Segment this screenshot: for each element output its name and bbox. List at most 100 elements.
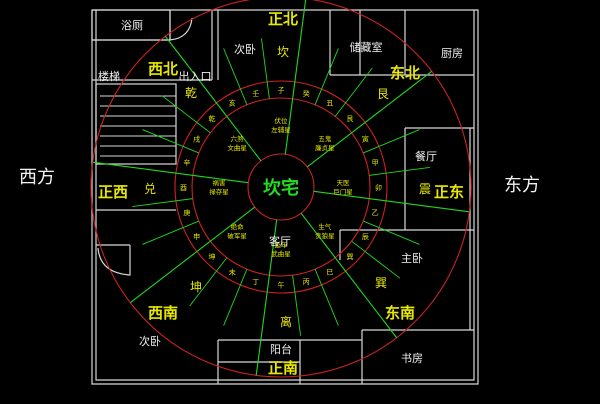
sector-border-ray bbox=[129, 206, 256, 304]
mountain-glyph: 庚 bbox=[183, 208, 190, 217]
sector-border-ray bbox=[255, 219, 278, 376]
direction-southwest: 西南 bbox=[148, 304, 178, 322]
room-bathroom: 浴厕 bbox=[121, 19, 143, 32]
star-label-north: 左辅星 bbox=[271, 125, 291, 134]
sector-border-ray bbox=[164, 35, 262, 162]
room-living: 客厅 bbox=[269, 234, 291, 248]
trigram-labels: 坎 艮 震 巽 离 坤 兑 乾 bbox=[144, 45, 431, 329]
mountain-glyph: 辛 bbox=[183, 158, 190, 167]
direction-labels: 正北 东北 正东 东南 正南 西南 正西 西北 bbox=[98, 10, 464, 377]
room-stairs: 楼梯 bbox=[98, 69, 120, 83]
star-label-southwest: 破军星 bbox=[227, 231, 247, 240]
outer-label-east: 东方 bbox=[504, 175, 540, 196]
trigram-north: 坎 bbox=[277, 45, 289, 59]
direction-east: 正东 bbox=[434, 183, 464, 201]
trigram-southeast: 巽 bbox=[375, 276, 387, 290]
mountain-glyph: 乾 bbox=[209, 114, 216, 123]
compass-rays bbox=[92, 0, 470, 376]
mountain-ray bbox=[161, 95, 211, 134]
mountain-glyph: 酉 bbox=[180, 184, 187, 192]
mountain-glyph: 亥 bbox=[229, 99, 236, 108]
star-label-northwest: 文曲星 bbox=[227, 143, 247, 152]
mountain-ray bbox=[292, 275, 302, 336]
star-label-southwest: 绝命 bbox=[231, 222, 245, 231]
mountain-glyph: 乙 bbox=[372, 209, 379, 217]
middle-ring bbox=[174, 80, 388, 294]
mountain-glyph: 甲 bbox=[372, 159, 379, 167]
mountain-glyph: 卯 bbox=[375, 183, 382, 192]
trigram-southwest: 坤 bbox=[190, 279, 202, 294]
sector-border-ray bbox=[313, 190, 470, 213]
mountain-glyph: 巳 bbox=[326, 268, 333, 276]
mountain-ray bbox=[142, 220, 199, 245]
star-label-southeast: 生气 bbox=[318, 222, 332, 231]
mountain-glyph: 壬 bbox=[252, 89, 259, 98]
star-label-northeast: 廉贞星 bbox=[315, 143, 335, 152]
room-master-bedroom: 主卧 bbox=[401, 252, 423, 265]
star-label-north: 伏位 bbox=[275, 116, 289, 125]
mountain-ray bbox=[369, 166, 430, 176]
room-balcony: 阳台 bbox=[270, 342, 292, 356]
star-label-south: 延年 bbox=[275, 240, 289, 249]
star-label-east: 巨门星 bbox=[333, 187, 353, 196]
mountain-glyph: 丑 bbox=[326, 100, 333, 108]
mountain-ray bbox=[363, 129, 420, 154]
room-second-bedroom-bottom: 次卧 bbox=[139, 334, 161, 348]
direction-northeast: 东北 bbox=[390, 64, 420, 82]
mountain-ray bbox=[260, 38, 270, 99]
mountain-ray bbox=[142, 129, 199, 154]
trigram-northeast: 艮 bbox=[377, 87, 389, 101]
mountain-glyph: 寅 bbox=[362, 134, 369, 143]
star-label-northwest: 六煞 bbox=[231, 134, 245, 143]
mountain-ray bbox=[132, 198, 193, 208]
star-label-west: 禄存星 bbox=[209, 187, 229, 196]
mountain-ray bbox=[189, 257, 228, 307]
trigram-east: 震 bbox=[419, 182, 431, 196]
room-kitchen: 厨房 bbox=[441, 47, 463, 60]
room-entrance: 出入口 bbox=[179, 69, 212, 83]
direction-southeast: 东南 bbox=[385, 304, 415, 322]
trigram-west: 兑 bbox=[144, 182, 156, 196]
staircase bbox=[100, 95, 176, 157]
mountain-glyph: 未 bbox=[229, 267, 236, 276]
star-label-south: 武曲星 bbox=[271, 249, 291, 258]
room-storage: 储藏室 bbox=[350, 40, 383, 54]
mountain-glyphs: 壬子癸丑艮寅甲卯乙辰巽巳丙午丁未坤申庚酉辛戌乾亥 bbox=[180, 87, 382, 290]
direction-north: 正北 bbox=[268, 10, 298, 28]
mountain-glyph: 午 bbox=[278, 281, 285, 290]
trigram-northwest: 乾 bbox=[185, 86, 197, 100]
center-ring bbox=[247, 153, 315, 221]
room-second-bedroom-top: 次卧 bbox=[234, 42, 256, 56]
sector-border-ray bbox=[306, 70, 433, 168]
mountain-ray bbox=[223, 269, 248, 326]
room-dining: 餐厅 bbox=[415, 149, 437, 163]
mountain-glyph: 申 bbox=[193, 232, 200, 241]
center-label: 坎宅 bbox=[263, 177, 299, 199]
mountain-glyph: 艮 bbox=[346, 115, 353, 123]
direction-west: 正西 bbox=[98, 183, 128, 201]
inner-ring bbox=[191, 97, 371, 277]
mountain-ray bbox=[363, 220, 420, 245]
star-label-southeast: 贪狼星 bbox=[315, 231, 335, 240]
sector-border-ray bbox=[284, 0, 307, 155]
room-labels: 浴厕 次卧 储藏室 厨房 楼梯 出入口 餐厅 客厅 主卧 次卧 阳台 书房 bbox=[98, 19, 463, 365]
compass-rings bbox=[90, 0, 472, 378]
mountain-ray bbox=[314, 48, 339, 105]
mountain-glyph: 丁 bbox=[252, 278, 259, 286]
mountain-glyph: 辰 bbox=[362, 233, 369, 241]
outer-label-west: 西方 bbox=[19, 167, 55, 188]
mountain-glyph: 癸 bbox=[303, 89, 310, 98]
mountain-ray bbox=[314, 269, 339, 326]
direction-south: 正南 bbox=[268, 359, 298, 377]
house-walls bbox=[91, 9, 479, 385]
star-label-northeast: 五鬼 bbox=[318, 134, 332, 143]
star-label-west: 祸害 bbox=[213, 178, 227, 187]
room-study: 书房 bbox=[401, 352, 423, 365]
trigram-south: 离 bbox=[280, 314, 292, 329]
outer-ring bbox=[90, 0, 472, 378]
mountain-glyph: 子 bbox=[278, 87, 285, 95]
mountain-ray bbox=[334, 67, 373, 117]
